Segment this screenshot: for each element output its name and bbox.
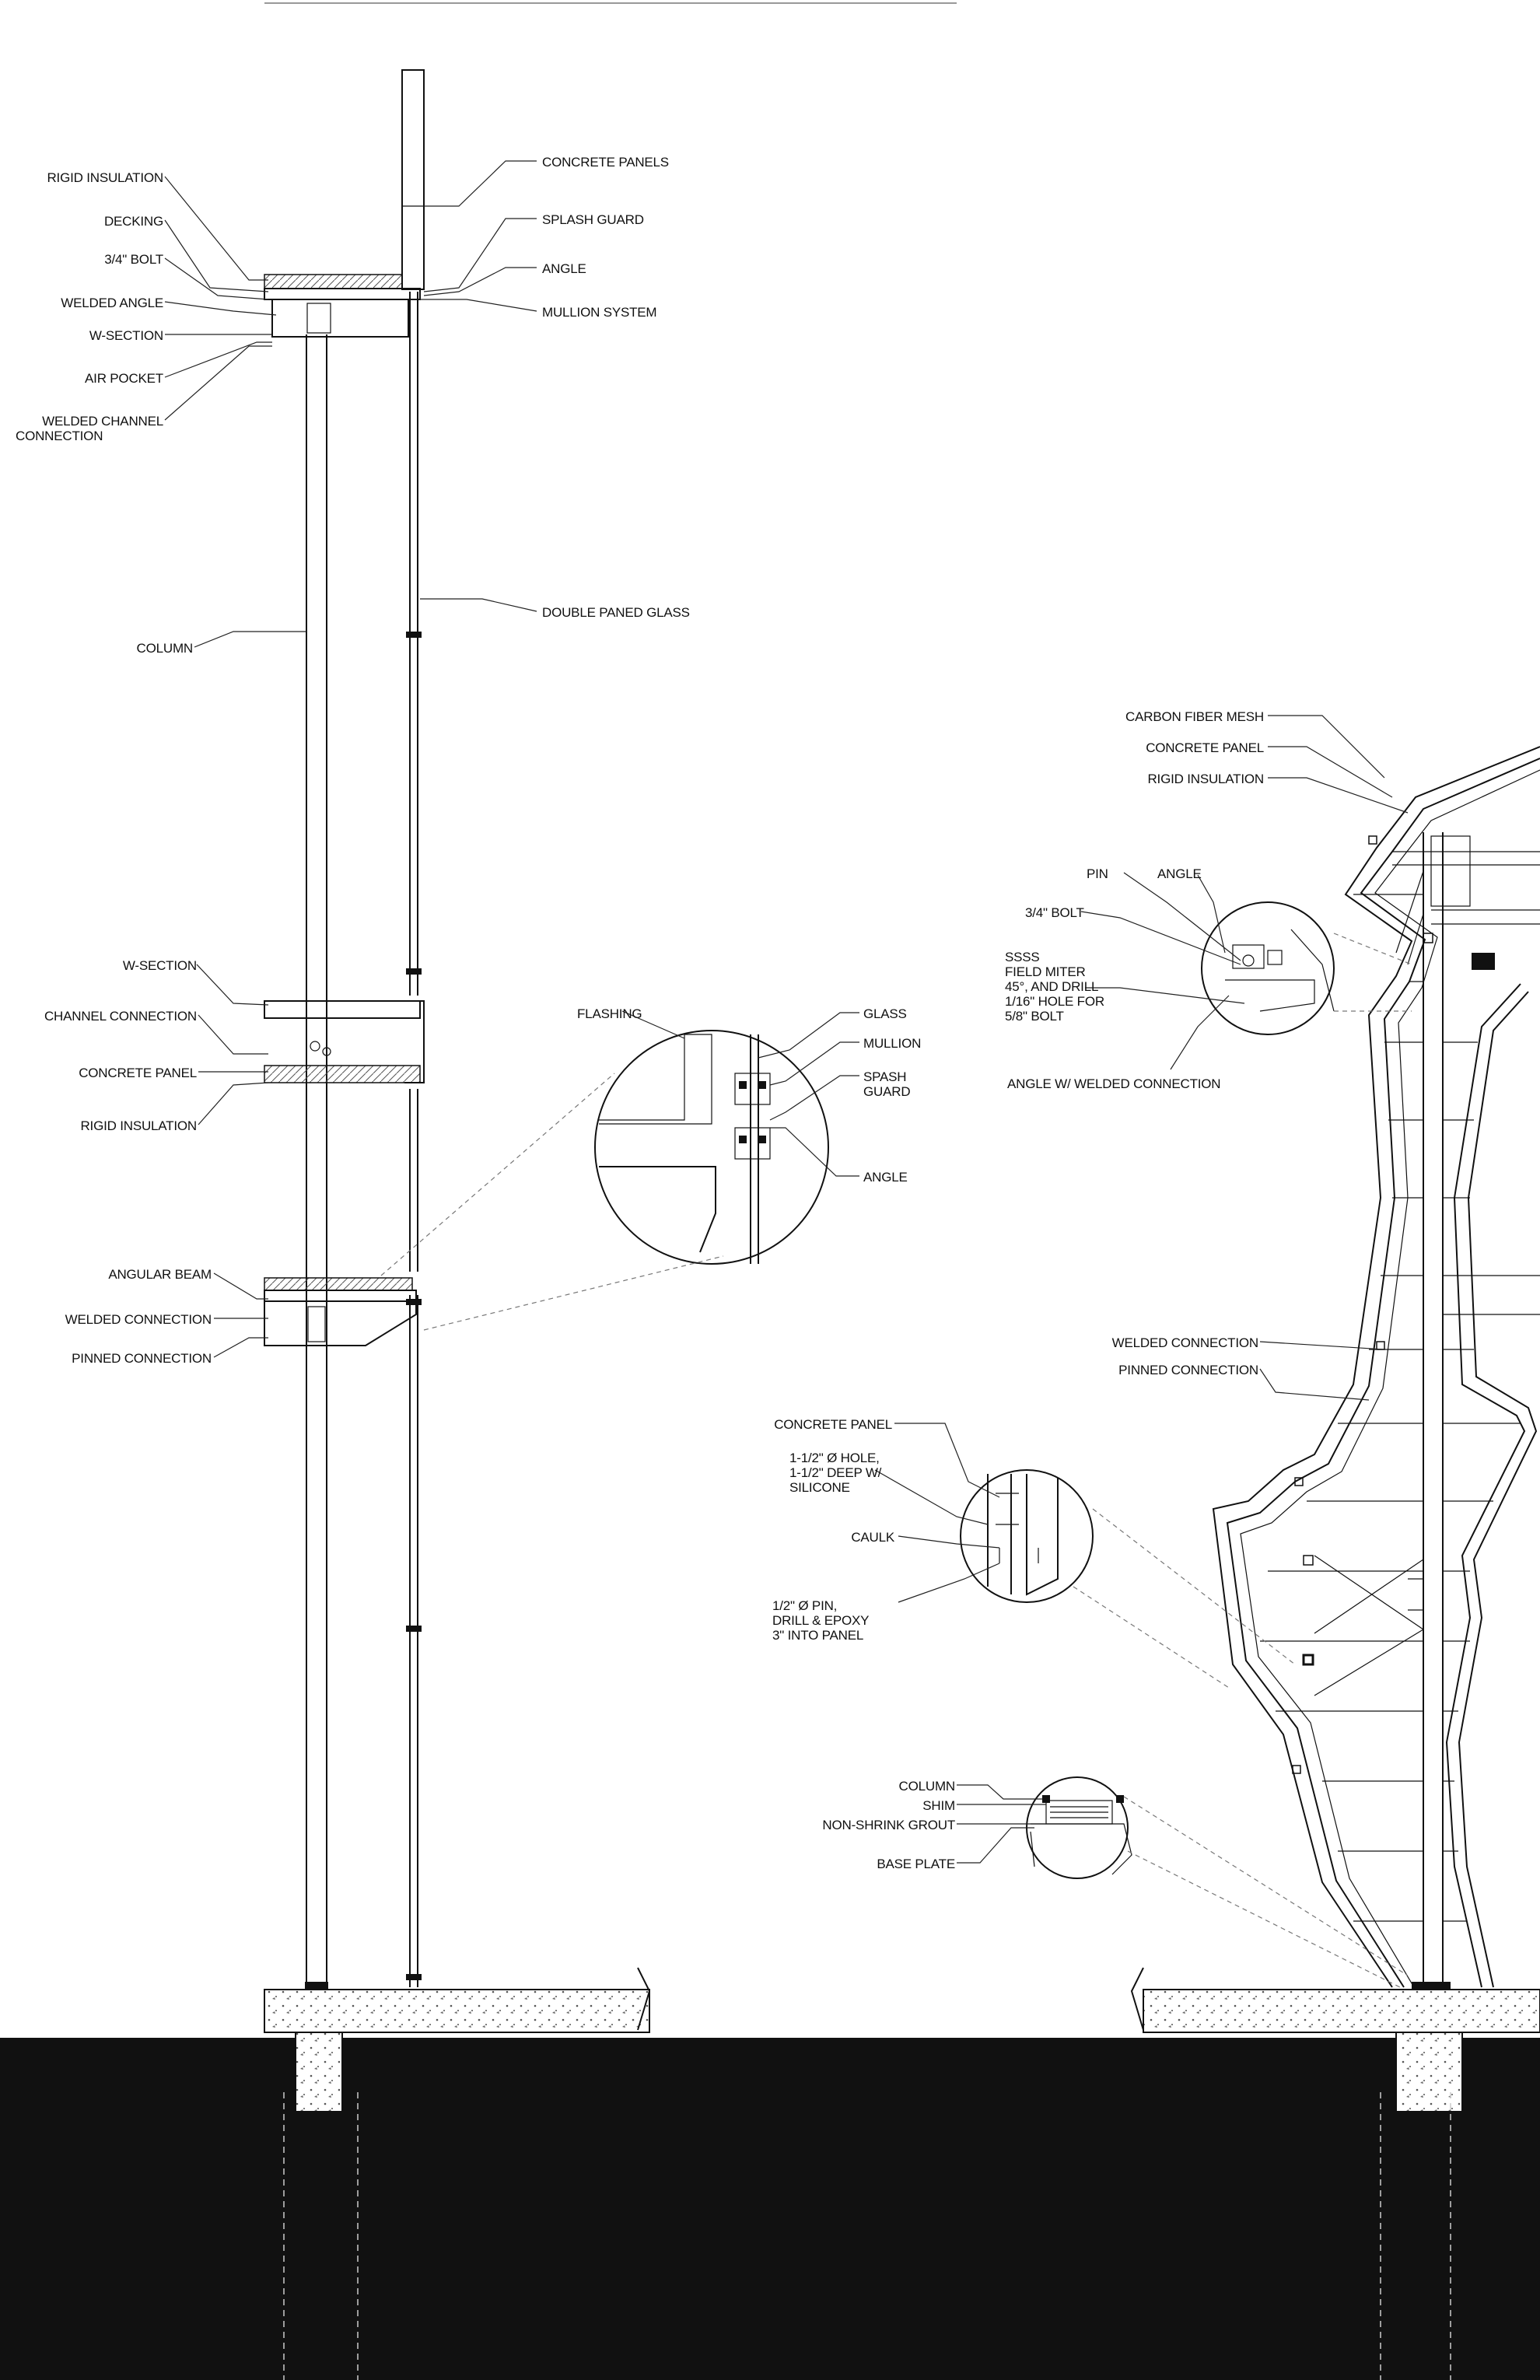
label-w-section-2: W-SECTION xyxy=(123,958,197,973)
left-foundation xyxy=(264,1967,651,2112)
label-pin-dia: 1/2" Ø PIN, xyxy=(772,1598,837,1613)
label-double-paned-glass: DOUBLE PANED GLASS xyxy=(542,605,690,620)
label-pin-into-panel: 3" INTO PANEL xyxy=(772,1628,863,1643)
flashing-detail xyxy=(380,1030,829,1331)
label-welded-connection: WELDED CONNECTION xyxy=(65,1312,212,1327)
label-splash-guard: SPLASH GUARD xyxy=(542,212,644,227)
label-pin: PIN xyxy=(1087,866,1108,881)
leader-lines xyxy=(164,160,1409,1864)
label-detail-angle: ANGLE xyxy=(863,1170,908,1185)
label-spash-guard: GUARD xyxy=(863,1084,910,1099)
label-flashing: FLASHING xyxy=(577,1006,642,1021)
label-angle: ANGLE xyxy=(542,261,586,276)
label-facade-concrete-panel: CONCRETE PANEL xyxy=(1146,740,1264,755)
label-mullion: MULLION xyxy=(863,1036,921,1051)
label-base-plate: BASE PLATE xyxy=(877,1857,955,1871)
label-field-miter-4: 5/8" BOLT xyxy=(1005,1009,1064,1024)
pin-detail xyxy=(960,1469,1296,1689)
label-base-column: COLUMN xyxy=(899,1779,955,1794)
label-channel-connection: CHANNEL CONNECTION xyxy=(44,1009,197,1024)
wall-section-drawing xyxy=(264,69,425,1990)
label-facade-angle: ANGLE xyxy=(1157,866,1202,881)
label-angle-welded-connection: ANGLE W/ WELDED CONNECTION xyxy=(1007,1076,1220,1091)
label-hole-3: SILICONE xyxy=(789,1480,850,1495)
label-facade-welded-connection: WELDED CONNECTION xyxy=(1112,1335,1258,1350)
label-facade-pinned-connection: PINNED CONNECTION xyxy=(1118,1363,1258,1377)
label-carbon-fiber-mesh: CARBON FIBER MESH xyxy=(1125,709,1264,724)
label-glass: GLASS xyxy=(863,1006,907,1021)
label-air-pocket: AIR POCKET xyxy=(85,371,163,386)
label-welded-channel-2: CONNECTION xyxy=(16,429,103,443)
label-pinned-connection: PINNED CONNECTION xyxy=(72,1351,212,1366)
label-pin-drill: DRILL & EPOXY xyxy=(772,1613,869,1628)
label-decking: DECKING xyxy=(104,214,163,229)
facade-section-drawing xyxy=(1212,746,1540,1990)
label-field-miter: FIELD MITER xyxy=(1005,964,1086,979)
label-facade-rigid-insulation: RIGID INSULATION xyxy=(1147,772,1264,786)
label-rigid-insulation-2: RIGID INSULATION xyxy=(80,1118,197,1133)
label-facade-bolt: 3/4" BOLT xyxy=(1025,905,1084,920)
label-non-shrink-grout: NON-SHRINK GROUT xyxy=(822,1818,955,1832)
label-concrete-panels: CONCRETE PANELS xyxy=(542,155,669,170)
label-concrete-panel: CONCRETE PANEL xyxy=(79,1066,197,1080)
label-pin-concrete-panel: CONCRETE PANEL xyxy=(774,1417,892,1432)
label-column: COLUMN xyxy=(137,641,193,656)
ground-band xyxy=(0,2038,1540,2380)
right-foundation xyxy=(1130,1967,1540,2112)
label-mullion-system: MULLION SYSTEM xyxy=(542,305,656,320)
label-shim: SHIM xyxy=(922,1798,955,1813)
label-field-miter-2: 45°, AND DRILL xyxy=(1005,979,1098,994)
label-welded-channel: WELDED CHANNEL xyxy=(42,414,163,429)
label-spash: SPASH xyxy=(863,1069,906,1084)
label-angular-beam: ANGULAR BEAM xyxy=(108,1267,212,1282)
label-hole-2: 1-1/2" DEEP W/ xyxy=(789,1465,882,1480)
facade-section-labels: CARBON FIBER MESH CONCRETE PANEL RIGID I… xyxy=(772,709,1264,1871)
label-hole: 1-1/2" Ø HOLE, xyxy=(789,1451,880,1465)
label-w-section: W-SECTION xyxy=(89,328,163,343)
label-rigid-insulation: RIGID INSULATION xyxy=(47,170,163,185)
label-welded-angle: WELDED ANGLE xyxy=(61,296,163,310)
label-caulk: CAULK xyxy=(851,1530,895,1545)
label-ssss: SSSS xyxy=(1005,950,1040,964)
label-bolt: 3/4" BOLT xyxy=(104,252,163,267)
wall-section-labels: RIGID INSULATION DECKING 3/4" BOLT WELDE… xyxy=(16,155,921,1366)
angle-detail xyxy=(1201,901,1412,1035)
base-plate-detail xyxy=(1026,1776,1409,1988)
label-field-miter-3: 1/16" HOLE FOR xyxy=(1005,994,1104,1009)
